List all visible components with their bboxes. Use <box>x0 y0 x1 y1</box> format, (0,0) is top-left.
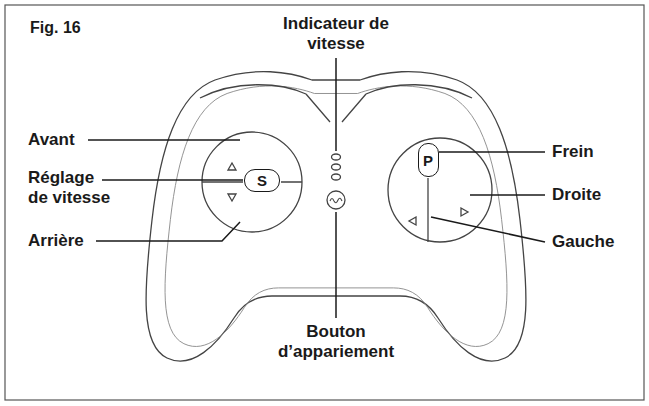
pairing-button <box>327 191 345 209</box>
part-label: Frein <box>552 142 632 162</box>
part-label: Gauche <box>552 232 637 252</box>
leader-line <box>335 58 337 151</box>
brake-button: P <box>418 143 439 177</box>
figure-number: Fig. 16 <box>30 18 120 38</box>
shoulder-bumper <box>200 85 306 98</box>
pad-divider <box>427 178 428 242</box>
leader-line <box>335 212 337 318</box>
part-label: Indicateur de vitesse <box>274 14 398 54</box>
leader-line <box>96 222 240 241</box>
leader-line <box>439 151 545 153</box>
speed-led <box>332 174 341 180</box>
button-letter: P <box>423 152 433 169</box>
arrow-left-symbol <box>409 217 416 225</box>
leader-line <box>470 194 545 196</box>
part-label: Arrière <box>28 231 108 251</box>
part-label: Réglage de vitesse <box>28 168 114 208</box>
arrow-up-symbol <box>228 163 236 170</box>
speed-led <box>332 164 341 170</box>
figure-frame <box>5 5 644 400</box>
part-label: Bouton d’appariement <box>272 322 400 362</box>
button-letter: S <box>257 172 267 189</box>
arrow-right-symbol <box>461 208 468 216</box>
leader-line <box>102 179 243 181</box>
part-label: Droite <box>552 185 632 205</box>
speed-led <box>332 154 341 160</box>
shoulder-bumper <box>366 85 472 98</box>
speed-button: S <box>244 169 280 192</box>
left-pad <box>202 132 302 232</box>
leader-line <box>431 217 545 242</box>
wave-symbol <box>330 198 342 203</box>
arrow-down-symbol <box>228 194 236 201</box>
leader-line <box>88 139 240 141</box>
part-label: Avant <box>28 130 98 150</box>
